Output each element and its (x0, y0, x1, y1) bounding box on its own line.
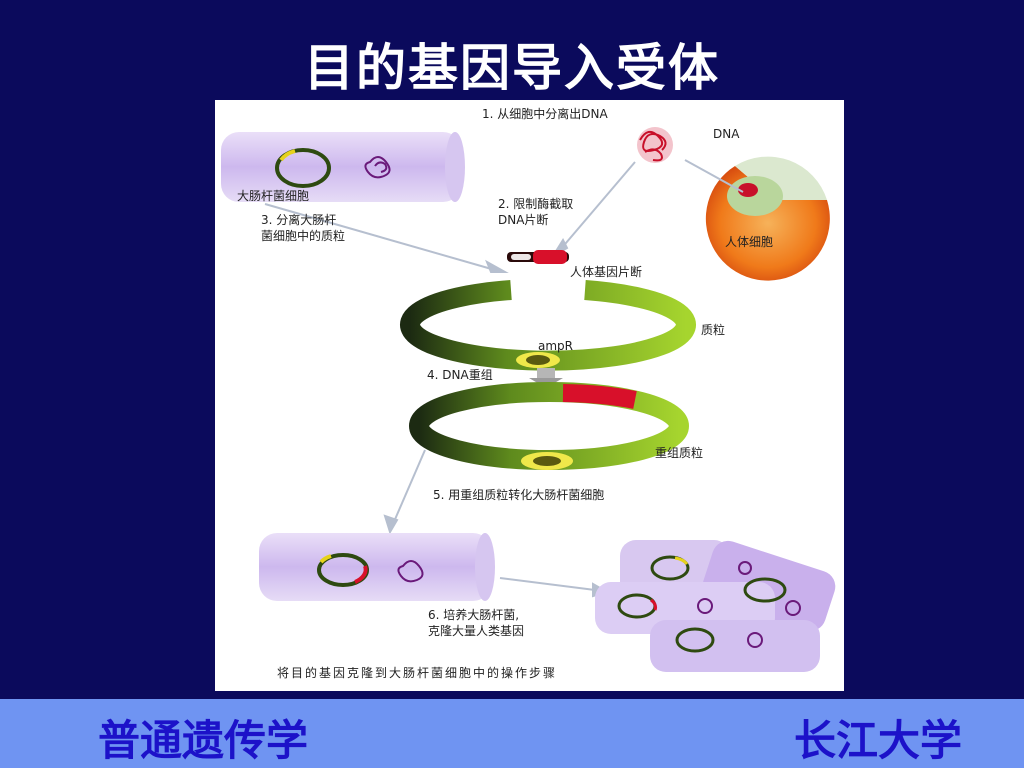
label-step1: 1. 从细胞中分离出DNA (482, 106, 608, 121)
gene-fragment (507, 250, 569, 264)
cut-plasmid (400, 280, 696, 371)
label-ecoli: 大肠杆菌细胞 (237, 189, 309, 203)
label-step3-line2: 菌细胞中的质粒 (261, 228, 345, 243)
label-dna: DNA (713, 127, 740, 141)
label-step2-line1: 2. 限制酶截取 (498, 196, 573, 211)
footer-bar: 普通遗传学 长江大学 (0, 699, 1024, 768)
label-step6-line1: 6. 培养大肠杆菌, (428, 607, 519, 622)
label-step3-line1: 3. 分离大肠杆 (261, 212, 336, 227)
label-plasmid: 质粒 (701, 322, 725, 337)
university-name: 长江大学 (793, 716, 962, 765)
ecoli-cell-top (221, 132, 465, 202)
label-human-cell: 人体细胞 (725, 235, 773, 249)
dna-tangle (637, 127, 673, 163)
slide-title: 目的基因导入受体 (304, 39, 720, 97)
label-ampR: ampR (538, 339, 573, 353)
label-step2-line2: DNA片断 (498, 212, 548, 227)
cloning-diagram: 1. 从细胞中分离出DNA DNA 人体细胞 大肠杆菌细胞 2. 限制酶截取 D… (215, 100, 844, 691)
human-cell (705, 156, 830, 281)
label-step5: 5. 用重组质粒转化大肠杆菌细胞 (433, 487, 604, 502)
label-step6-line2: 克隆大量人类基因 (428, 623, 524, 638)
course-name: 普通遗传学 (98, 716, 309, 765)
label-gene-fragment: 人体基因片断 (570, 264, 642, 279)
recombinant-plasmid (409, 382, 689, 470)
cloned-cells (595, 540, 836, 672)
label-recombinant-plasmid: 重组质粒 (655, 445, 703, 460)
figure-caption: 将目的基因克隆到大肠杆菌细胞中的操作步骤 (277, 665, 557, 680)
label-step4: 4. DNA重组 (427, 368, 493, 382)
ecoli-cell-transformed (259, 533, 495, 601)
